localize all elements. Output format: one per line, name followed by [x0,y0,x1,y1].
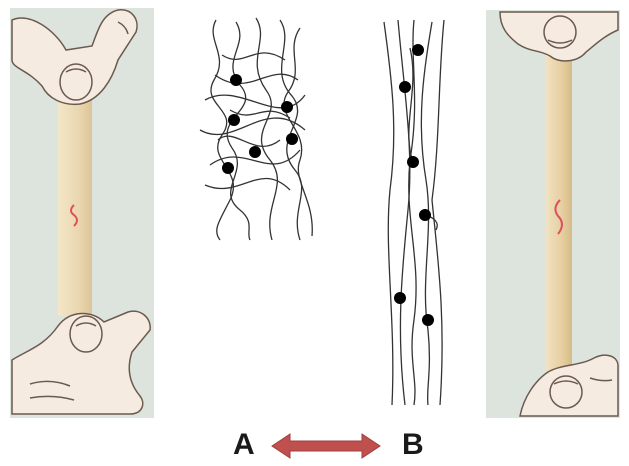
label-b: B [402,428,424,462]
label-a: A [233,428,255,462]
crosslink-dot [222,162,234,174]
crosslink-dot [412,44,424,56]
crosslink-dot [228,114,240,126]
rubber-band [58,96,92,316]
crosslink-dot [407,156,419,168]
crosslink-dot [399,81,411,93]
crosslink-dot [394,292,406,304]
crosslink-dot [422,314,434,326]
crosslink-dot [286,133,298,145]
relaxed-band-panel [10,8,154,418]
crosslink-dot [281,101,293,113]
crosslink-dot [230,74,242,86]
double-arrow-icon [272,434,380,458]
stretched-band-panel [486,10,620,418]
tangled-polymer-chains [200,18,312,240]
crosslink-dot [249,146,261,158]
aligned-polymer-chains [384,20,444,405]
crosslink-dot [419,209,431,221]
rubber-band [546,50,572,372]
